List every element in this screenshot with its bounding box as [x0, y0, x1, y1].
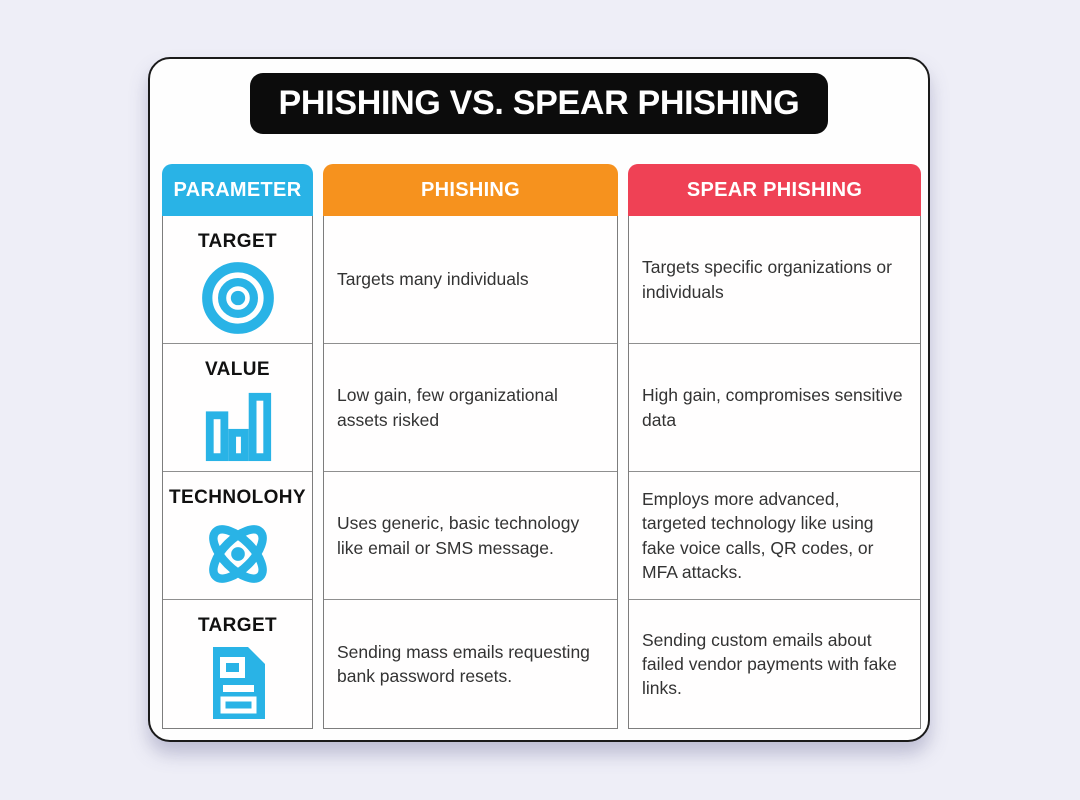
spear-phishing-cell: High gain, compromises sensitive data [629, 344, 920, 472]
spear-phishing-text: High gain, compromises sensitive data [642, 385, 903, 430]
parameter-cell: TARGET [163, 216, 312, 344]
phishing-cell: Uses generic, basic technology like emai… [324, 472, 617, 600]
column-body-spear-phishing: Targets specific organizations or indivi… [628, 216, 921, 729]
document-icon [201, 637, 275, 728]
phishing-cell: Targets many individuals [324, 216, 617, 344]
bullseye-icon [197, 253, 279, 343]
phishing-cell: Sending mass emails requesting bank pass… [324, 600, 617, 728]
spear-phishing-cell: Sending custom emails about failed vendo… [629, 600, 920, 728]
column-spear-phishing: SPEAR PHISHING Targets specific organiza… [628, 164, 921, 729]
page-title: PHISHING VS. SPEAR PHISHING [278, 84, 800, 122]
spear-phishing-text: Employs more advanced, targeted technolo… [642, 489, 874, 582]
title-bar: PHISHING VS. SPEAR PHISHING [250, 73, 828, 134]
parameter-label: TARGET [197, 231, 278, 252]
column-header-phishing: PHISHING [323, 164, 618, 216]
column-header-parameter: PARAMETER [162, 164, 313, 216]
atom-icon [196, 509, 280, 599]
phishing-cell: Low gain, few organizational assets risk… [324, 344, 617, 472]
phishing-text: Low gain, few organizational assets risk… [337, 385, 558, 430]
column-body-parameter: TARGET VALUE TECHNOLOHY TARGET [162, 216, 313, 729]
phishing-text: Sending mass emails requesting bank pass… [337, 641, 590, 686]
spear-phishing-cell: Targets specific organizations or indivi… [629, 216, 920, 344]
comparison-table: PARAMETER TARGET VALUE TECHNOLOHY TARGET PH… [162, 164, 921, 729]
phishing-text: Uses generic, basic technology like emai… [337, 513, 580, 558]
parameter-label: TECHNOLOHY [169, 487, 306, 508]
spear-phishing-text: Sending custom emails about failed vendo… [642, 629, 897, 699]
column-parameter: PARAMETER TARGET VALUE TECHNOLOHY TARGET [162, 164, 313, 729]
parameter-cell: TARGET [163, 600, 312, 728]
column-header-spear-phishing: SPEAR PHISHING [628, 164, 921, 216]
phishing-text: Targets many individuals [337, 269, 529, 290]
parameter-cell: TECHNOLOHY [163, 472, 312, 600]
spear-phishing-text: Targets specific organizations or indivi… [642, 257, 892, 302]
bar-chart-icon [199, 381, 277, 471]
infographic-card: PHISHING VS. SPEAR PHISHING PARAMETER TA… [148, 57, 930, 742]
spear-phishing-cell: Employs more advanced, targeted technolo… [629, 472, 920, 600]
parameter-cell: VALUE [163, 344, 312, 472]
parameter-label: TARGET [197, 615, 278, 636]
parameter-label: VALUE [205, 359, 270, 380]
